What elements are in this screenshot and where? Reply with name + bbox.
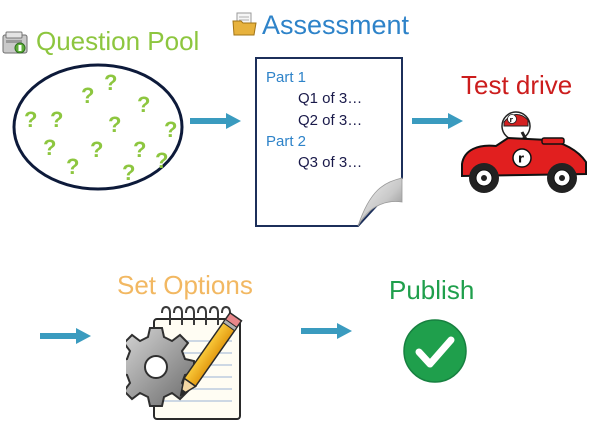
question-mark: ? [137,92,150,117]
doc-line-question: Q3 of 3… [298,154,363,171]
question-mark: ? [108,112,121,137]
assessment-document [255,57,403,227]
checkmark-icon [403,319,467,383]
question-mark: ? [50,107,63,132]
question-mark: ? [24,107,37,132]
race-car-icon: r r [461,111,587,193]
question-mark: ? [155,148,168,173]
question-mark: ? [90,137,103,162]
question-mark: ? [133,137,146,162]
settings-notepad-icon [126,305,243,420]
doc-line-part: Part 1 [266,69,307,86]
car-emblem-text: r [518,152,524,166]
car-emblem-text: r [510,116,514,124]
flow-arrow [412,113,463,129]
question-mark: ? [122,160,135,185]
question-mark: ? [43,135,56,160]
question-mark: ? [66,154,79,179]
folder-icon [232,12,257,36]
database-icon [2,31,28,54]
doc-line-question: Q1 of 3… [298,90,363,107]
assessment-label: Assessment [262,10,410,40]
question-mark: ? [164,117,177,142]
flow-arrow [40,328,91,344]
doc-line-question: Q2 of 3… [298,112,363,129]
question-mark-group: ? ? ? ? ? ? ? ? ? ? ? ? ? [24,70,177,185]
question-mark: ? [81,83,94,108]
test-drive-label: Test drive [461,70,573,100]
set-options-label: Set Options [117,270,253,300]
flow-arrow [301,323,352,339]
question-pool-bubble: ? ? ? ? ? ? ? ? ? ? ? ? ? [12,63,184,191]
flow-arrow [190,113,241,129]
doc-line-part: Part 2 [266,133,307,150]
question-mark: ? [104,70,117,95]
publish-label: Publish [389,275,475,305]
question-pool-label: Question Pool [36,26,200,56]
